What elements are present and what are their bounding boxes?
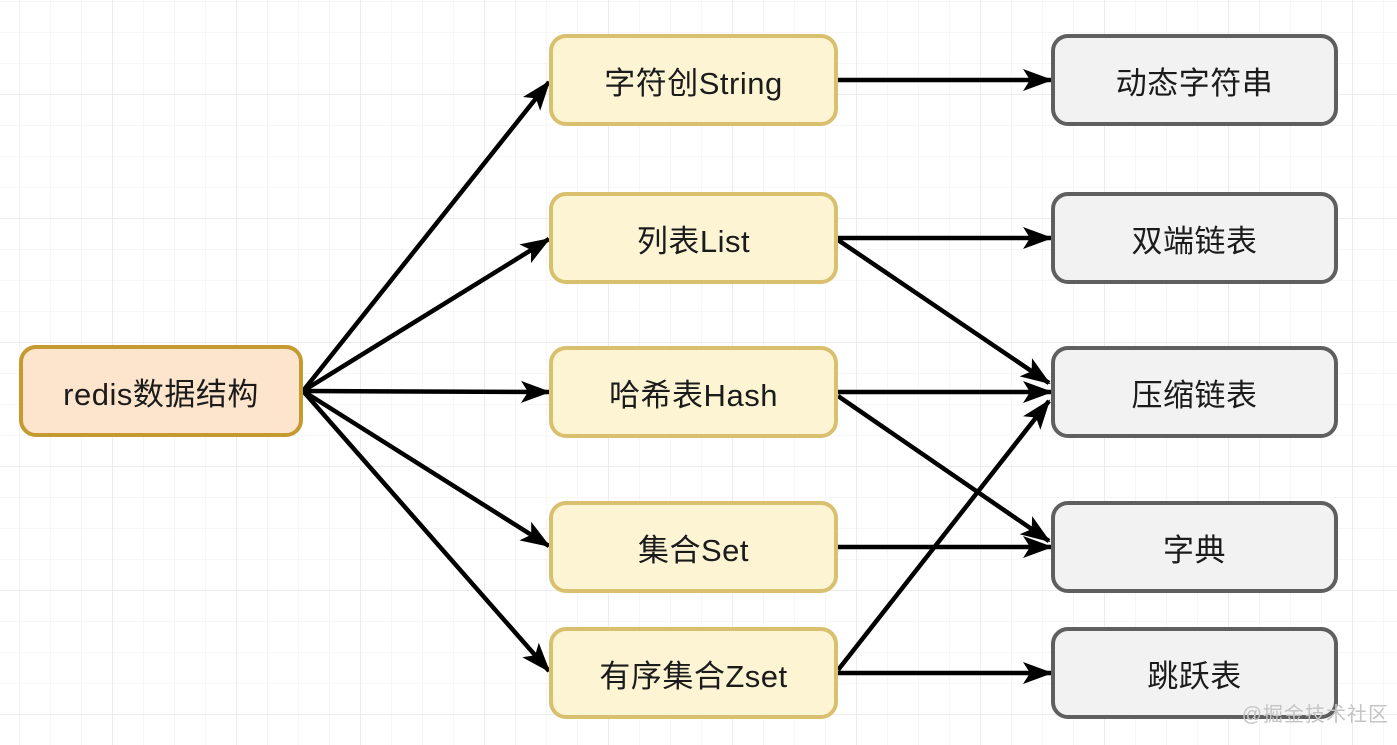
node-zset: 有序集合Zset bbox=[549, 627, 838, 719]
node-skiplist: 跳跃表 bbox=[1051, 627, 1338, 719]
node-list: 列表List bbox=[549, 192, 838, 284]
edge-list-ziplist bbox=[836, 238, 1051, 385]
node-list-label: 列表List bbox=[636, 223, 751, 259]
node-redis-root: redis数据结构 bbox=[19, 345, 303, 437]
edge-root-set bbox=[301, 389, 551, 548]
node-redis-root-label: redis数据结构 bbox=[63, 376, 259, 412]
node-skiplist-label: 跳跃表 bbox=[1147, 658, 1242, 694]
node-hash-label: 哈希表Hash bbox=[609, 377, 778, 413]
node-zset-label: 有序集合Zset bbox=[599, 658, 788, 694]
edge-root-hash bbox=[302, 380, 551, 403]
node-set: 集合Set bbox=[549, 501, 838, 593]
node-set-label: 集合Set bbox=[637, 532, 750, 568]
edge-root-list bbox=[301, 237, 551, 393]
node-ziplist: 压缩链表 bbox=[1051, 346, 1338, 438]
node-doubly-linked-list: 双端链表 bbox=[1051, 192, 1338, 284]
node-dict-label: 字典 bbox=[1163, 532, 1226, 568]
node-dynamic-string: 动态字符串 bbox=[1051, 34, 1338, 126]
watermark: @掘金技术社区 bbox=[1241, 704, 1389, 726]
node-string: 字符创String bbox=[549, 34, 838, 126]
node-dynamic-string-label: 动态字符串 bbox=[1115, 65, 1274, 101]
node-dict: 字典 bbox=[1051, 501, 1338, 593]
node-doubly-linked-list-label: 双端链表 bbox=[1131, 223, 1258, 259]
edge-hash-dict bbox=[836, 394, 1051, 543]
node-string-label: 字符创String bbox=[604, 65, 783, 101]
edge-zset-ziplist bbox=[836, 399, 1051, 672]
node-hash: 哈希表Hash bbox=[549, 346, 838, 438]
edge-root-string bbox=[301, 80, 551, 393]
node-ziplist-label: 压缩链表 bbox=[1131, 377, 1258, 413]
edge-root-zset bbox=[301, 389, 551, 673]
